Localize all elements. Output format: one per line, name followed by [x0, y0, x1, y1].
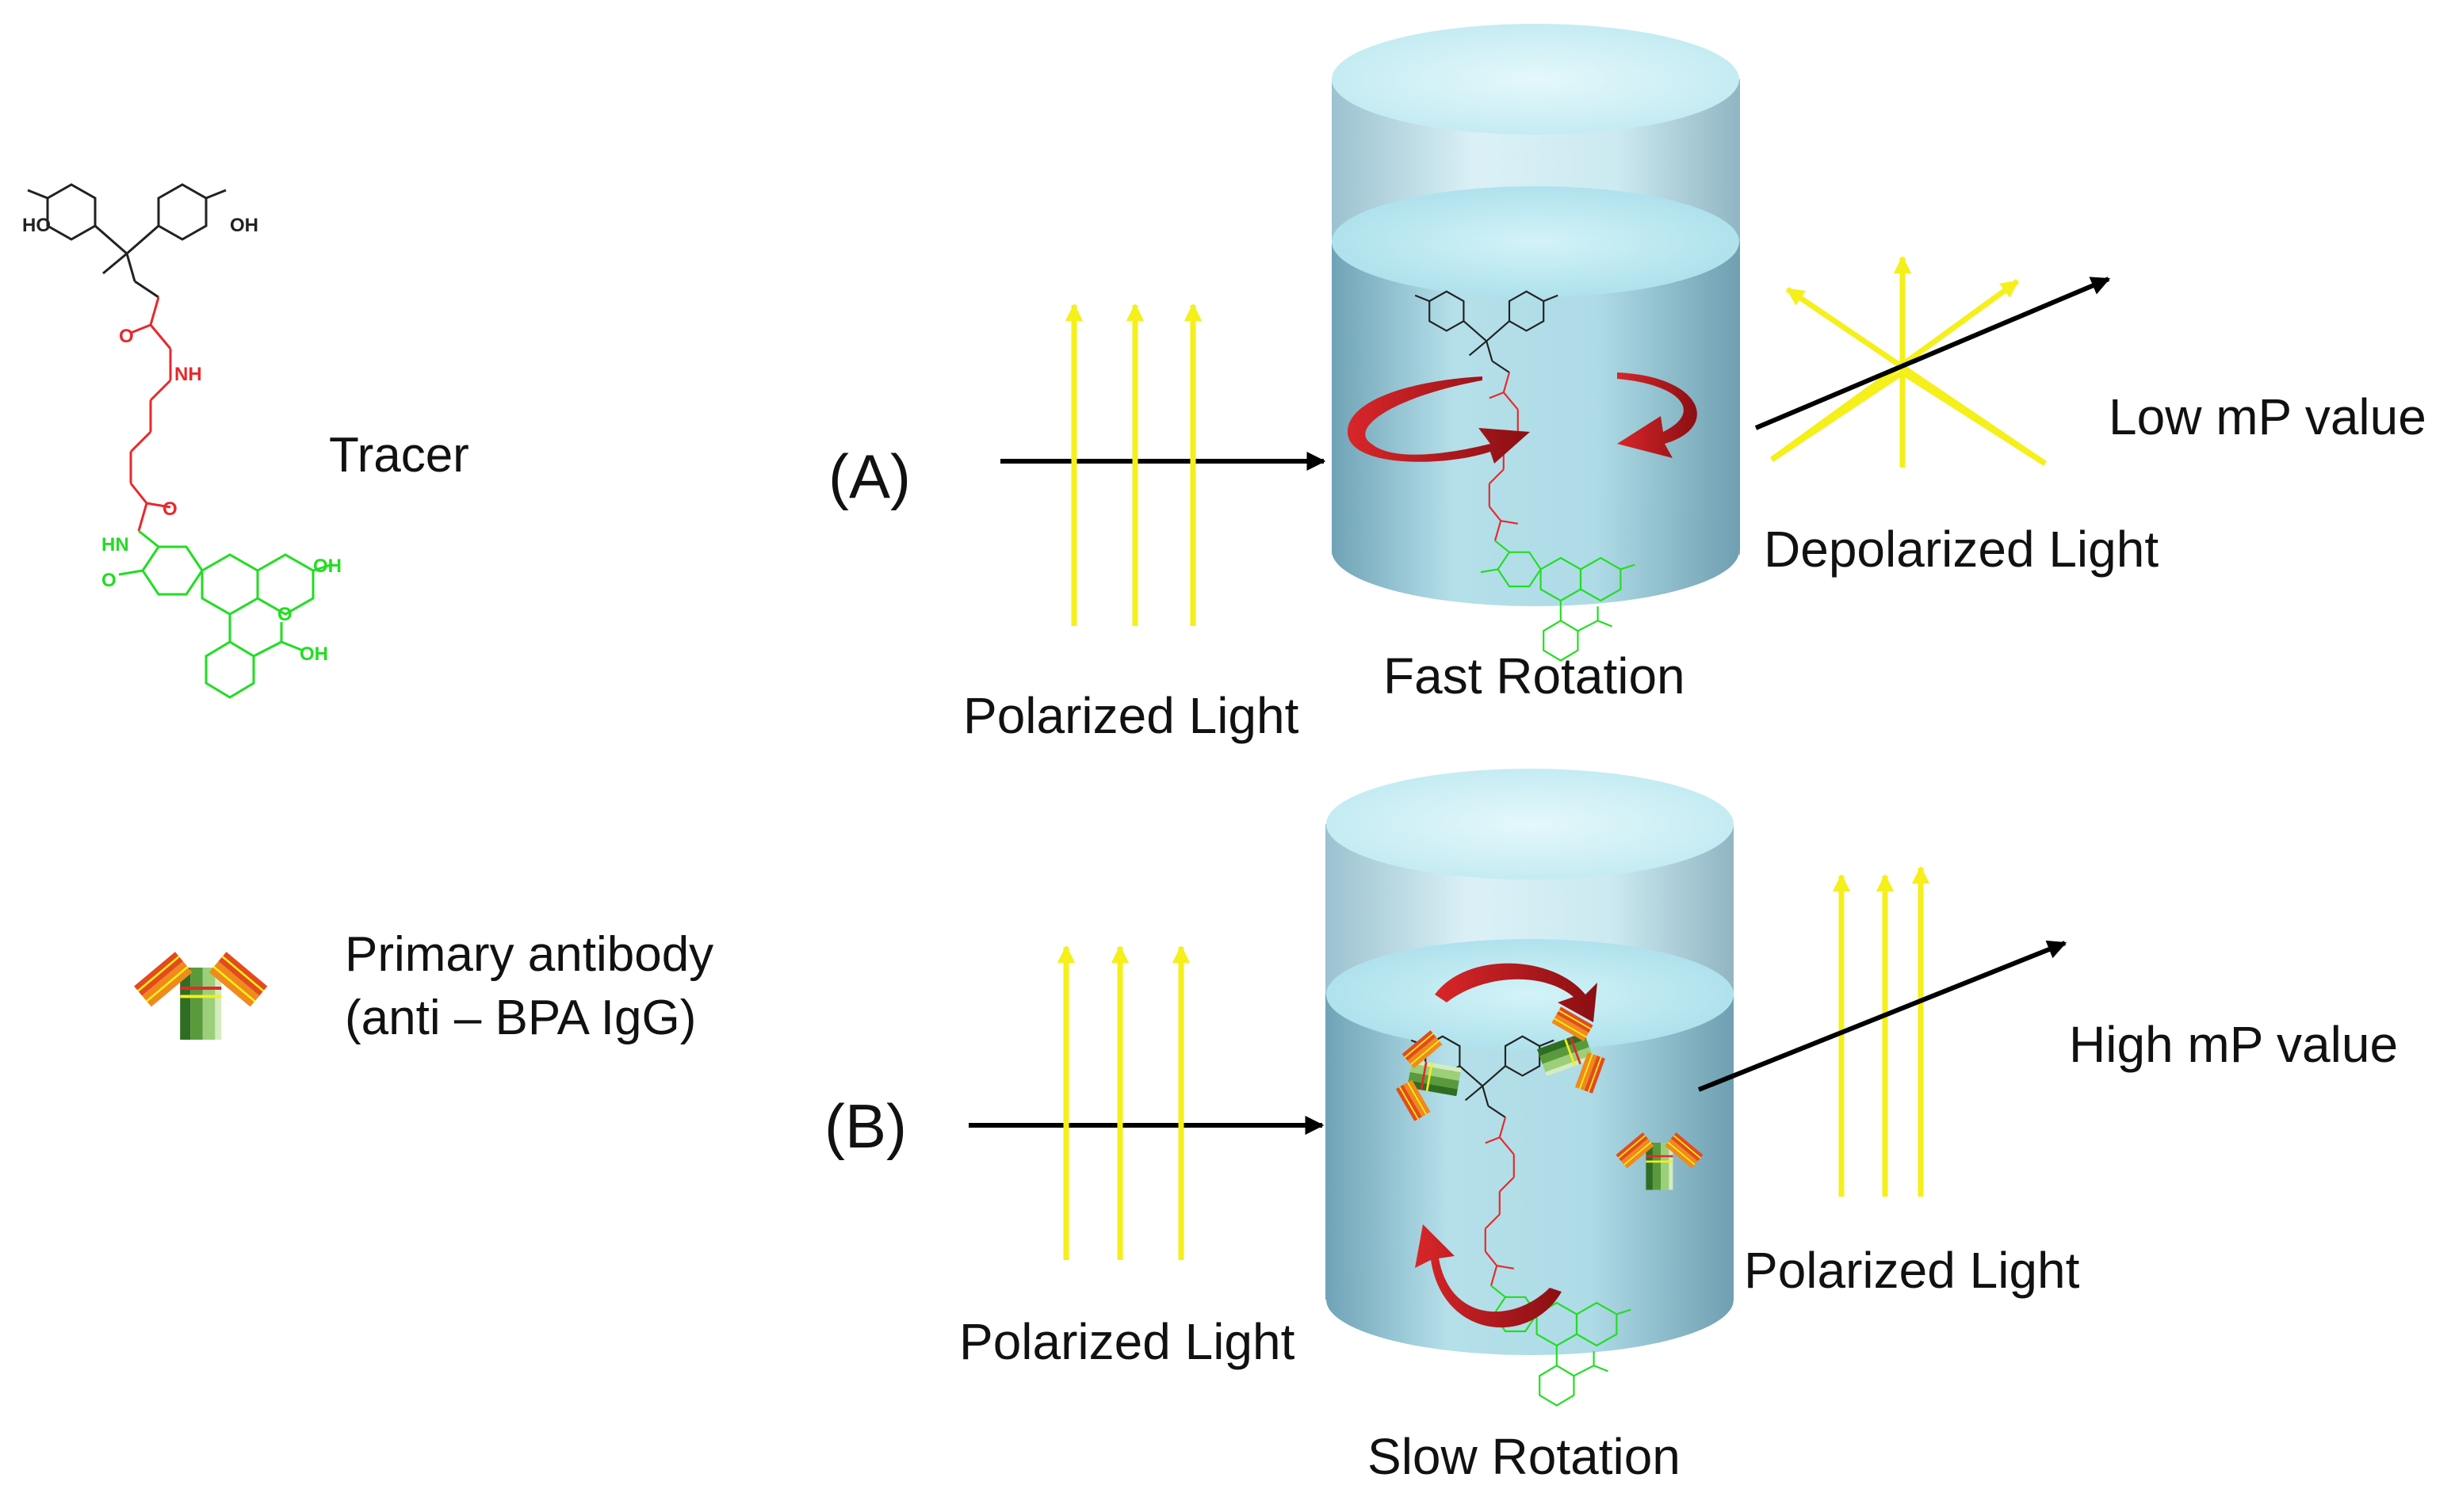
panel-b-tag: (B) [824, 1091, 907, 1161]
panel-b-incoming-polarized-rays [1057, 945, 1191, 1260]
panel-a-cuvette [1332, 24, 1740, 606]
chem-label-oh-2: OH [313, 556, 342, 577]
chem-label-oh-1: OH [230, 215, 258, 236]
chem-label-o-2: O [163, 498, 178, 520]
chem-label-o-1: O [119, 326, 134, 347]
panel-b-incoming-light-label: Polarized Light [959, 1313, 1295, 1370]
panel-b-rotation-arrows [1415, 963, 1597, 1328]
chem-label-ho-1: HO [22, 215, 51, 236]
chem-label-o-4: O [277, 604, 293, 625]
panel-b-outgoing-beam [1697, 940, 2067, 1092]
tracer-structure: HO OH O NH O HN O OH O OH [22, 183, 342, 699]
panel-b-outgoing-polarized-rays [1832, 865, 1930, 1197]
panel-a-outgoing-beam [1754, 277, 2111, 430]
panel-a-rotation-arrows [1348, 372, 1697, 464]
panel-b-rotation-label: Slow Rotation [1367, 1428, 1681, 1485]
panel-b-result-label: High mP value [2069, 1016, 2398, 1073]
chem-label-o-3: O [101, 570, 117, 591]
tracer-label: Tracer [329, 428, 469, 483]
panel-a-rotation-label: Fast Rotation [1383, 647, 1685, 704]
panel-a-outgoing-light-label: Depolarized Light [1764, 521, 2159, 578]
panel-b-cuvette [1325, 769, 1734, 1355]
antibody-legend-icon [132, 950, 270, 1041]
panel-a-incoming-light-label: Polarized Light [963, 687, 1299, 744]
panel-a-tag: (A) [828, 441, 911, 511]
panel-b: (B) Polarized Light Slow Rotation [824, 769, 2398, 1485]
antibody-label-line1: Primary antibody [345, 927, 713, 982]
antibody-label-line2: (anti – BPA IgG) [345, 991, 696, 1045]
panel-a: (A) Polarized Light Fast Rotation [828, 24, 2426, 744]
chem-label-hn: HN [101, 534, 129, 556]
chem-label-oh-3: OH [300, 643, 328, 665]
panel-b-outgoing-light-label: Polarized Light [1744, 1242, 2080, 1299]
panel-a-result-label: Low mP value [2109, 388, 2426, 445]
chem-label-nh: NH [174, 364, 202, 385]
panel-a-incoming-polarized-rays [1065, 303, 1203, 626]
